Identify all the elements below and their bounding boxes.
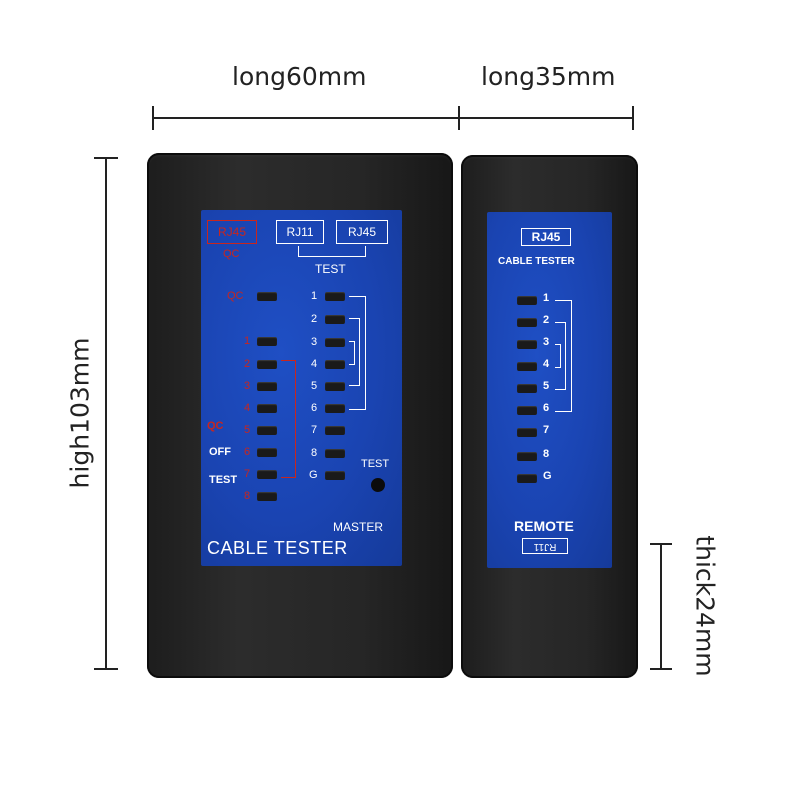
master-right-num-8: 8 [311, 447, 318, 459]
master-test-bracket [298, 246, 366, 257]
remote-led [517, 362, 537, 371]
remote-led [517, 474, 537, 483]
master-right-num-3: 3 [311, 336, 318, 348]
remote-num-4: 4 [543, 358, 550, 370]
master-left-num-2: 2 [244, 358, 251, 370]
remote-num-7: 7 [543, 424, 550, 436]
remote-num-1: 1 [543, 292, 550, 304]
remote-led [517, 296, 537, 305]
master-mode-test: TEST [209, 474, 238, 486]
master-rj45-qc-box: RJ45 [207, 220, 257, 244]
master-title: CABLE TESTER [207, 538, 348, 558]
master-left-red-bracket [281, 360, 296, 478]
master-left-led [257, 382, 277, 391]
master-left-led [257, 360, 277, 369]
master-right-num-5: 5 [311, 380, 318, 392]
master-right-bracket-inner [349, 341, 355, 365]
master-right-num-6: 6 [311, 402, 318, 414]
master-right-led [325, 338, 345, 347]
master-left-num-4: 4 [244, 402, 251, 414]
width-tick-mid [458, 106, 460, 130]
master-right-led [325, 404, 345, 413]
width-right-label: long35mm [481, 62, 616, 91]
master-test-button[interactable] [371, 478, 385, 492]
remote-subtitle: CABLE TESTER [498, 256, 575, 267]
master-left-led [257, 470, 277, 479]
height-tick-top [94, 157, 118, 159]
height-label: high103mm [65, 337, 95, 489]
master-right-bracket-mid [349, 318, 360, 386]
height-dimension-line [105, 157, 107, 670]
remote-panel: RJ45 CABLE TESTER 1 2 3 4 5 6 7 8 G REMO… [487, 212, 612, 568]
master-right-num-7: 7 [311, 424, 318, 436]
thickness-tick-top [650, 543, 672, 545]
master-qc-led [257, 292, 277, 301]
remote-rj45-box: RJ45 [521, 228, 571, 246]
master-right-led [325, 471, 345, 480]
remote-bracket-inner [555, 344, 561, 368]
master-mode-qc: QC [207, 420, 224, 432]
remote-led [517, 340, 537, 349]
master-left-num-8: 8 [244, 490, 251, 502]
master-left-num-6: 6 [244, 446, 251, 458]
width-tick-left [152, 106, 154, 130]
master-right-led [325, 360, 345, 369]
remote-num-6: 6 [543, 402, 550, 414]
remote-led [517, 406, 537, 415]
master-left-num-1: 1 [244, 335, 251, 347]
width-tick-right [632, 106, 634, 130]
remote-led [517, 384, 537, 393]
remote-num-2: 2 [543, 314, 550, 326]
master-right-num-1: 1 [311, 290, 318, 302]
width-left-label: long60mm [232, 62, 367, 91]
remote-rj11-box: RJ11 [522, 538, 568, 554]
thickness-label: thick24mm [690, 535, 720, 677]
master-qc-led-label: QC [227, 290, 244, 302]
thickness-tick-bottom [650, 668, 672, 670]
remote-led [517, 452, 537, 461]
master-left-num-7: 7 [244, 468, 251, 480]
master-right-led [325, 292, 345, 301]
master-left-led [257, 404, 277, 413]
master-mode-off: OFF [209, 446, 231, 458]
thickness-dimension-line [660, 543, 662, 670]
remote-label: REMOTE [514, 518, 574, 534]
remote-bracket-mid [555, 322, 566, 390]
master-rj45-box: RJ45 [336, 220, 388, 244]
remote-num-3: 3 [543, 336, 550, 348]
master-test-caption: TEST [315, 262, 346, 276]
master-right-led [325, 382, 345, 391]
master-right-num-g: G [309, 469, 318, 481]
width-dimension-line [152, 117, 634, 119]
master-right-led [325, 315, 345, 324]
remote-num-8: 8 [543, 448, 550, 460]
master-right-num-4: 4 [311, 358, 318, 370]
master-rj11-box: RJ11 [276, 220, 324, 244]
master-left-led [257, 337, 277, 346]
master-left-led [257, 492, 277, 501]
master-right-led [325, 449, 345, 458]
master-left-num-5: 5 [244, 424, 251, 436]
master-panel: RJ45 QC RJ11 RJ45 TEST QC 1 2 3 4 5 6 7 … [201, 210, 402, 566]
master-right-bracket-outer [349, 296, 366, 410]
remote-led [517, 428, 537, 437]
master-test-button-label: TEST [361, 458, 390, 470]
height-tick-bottom [94, 668, 118, 670]
master-qc-under-box: QC [223, 248, 240, 260]
master-left-num-3: 3 [244, 380, 251, 392]
master-left-led [257, 448, 277, 457]
remote-num-5: 5 [543, 380, 550, 392]
remote-bracket-outer [555, 300, 572, 412]
master-left-led [257, 426, 277, 435]
master-right-led [325, 426, 345, 435]
master-label: MASTER [333, 520, 384, 534]
remote-num-g: G [543, 470, 552, 482]
master-right-num-2: 2 [311, 313, 318, 325]
remote-led [517, 318, 537, 327]
